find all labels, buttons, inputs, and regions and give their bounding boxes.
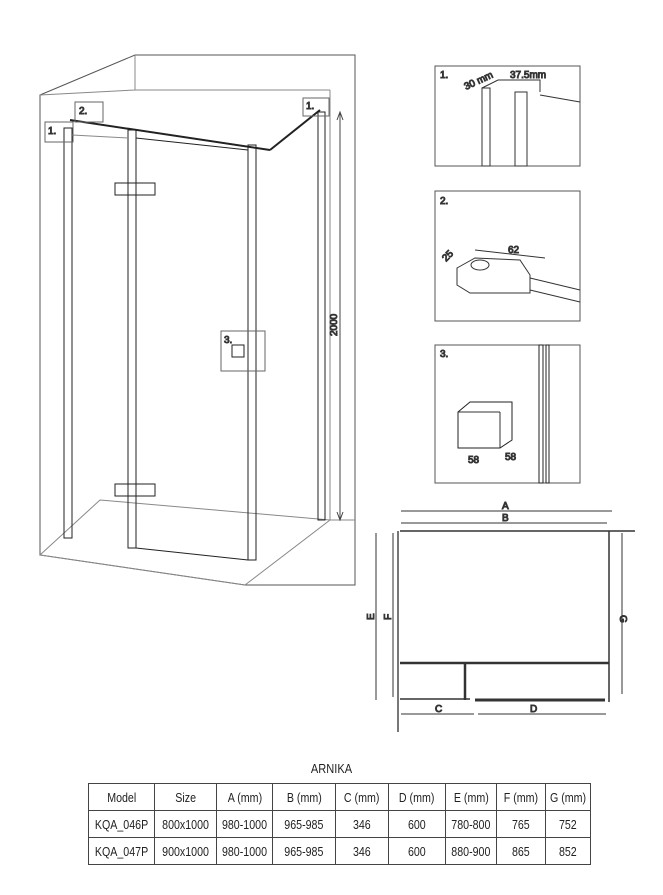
technical-drawing: 1. 2. 1. 3. 2000 1. 30 mm 37.5mm 2. 25 6… [38,54,635,732]
cell: KQA_047P [94,843,149,859]
detail-dimension: 58 [505,452,517,463]
callout-box-1-right [302,97,330,117]
cell: 780-800 [451,816,491,832]
column-header: Size [175,789,196,805]
detail-dimension: 58 [468,455,480,466]
plan-label-b: B [502,513,509,524]
cell: 765 [512,816,530,832]
cell: 965-985 [284,843,324,859]
detail-number: 2. [440,196,448,207]
column-header: F (mm) [503,789,539,805]
cell: 852 [559,843,577,859]
height-dimension: 2000 [329,313,340,336]
plan-label-f: F [383,614,394,620]
plan-label-a: A [502,501,509,512]
table-row: KQA_047P 900x1000 980-1000 965-985 346 6… [87,837,592,865]
column-header: Model [107,789,137,805]
column-header: C (mm) [344,789,380,805]
callout-label: 3. [224,335,232,346]
detail-dimension: 62 [508,245,520,256]
plan-label-e: E [366,613,377,620]
plan-label-d: D [530,704,537,715]
cell: 900x1000 [162,843,209,859]
plan-view [375,510,635,732]
callout-label: 1. [306,101,314,112]
detail-1 [434,65,581,167]
table-header-row: Model Size A (mm) B (mm) C (mm) D (mm) E… [87,783,592,811]
column-header: D (mm) [399,789,435,805]
cell: 600 [408,843,426,859]
detail-dimension: 37.5mm [510,70,546,81]
cell: KQA_046P [94,816,149,832]
plan-label-g: G [617,615,628,623]
detail-2 [434,190,581,322]
shower-3d-view [38,54,356,586]
plan-label-c: C [435,704,442,715]
cell: 346 [353,816,371,832]
table-row: KQA_046P 800x1000 980-1000 965-985 346 6… [87,810,592,838]
callout-box-1-left [44,121,74,143]
cell: 980-1000 [221,816,268,832]
cell: 752 [559,816,577,832]
detail-dimension: 25 [440,248,456,264]
detail-3 [434,344,581,484]
dimensions-table: Model Size A (mm) B (mm) C (mm) D (mm) E… [87,783,592,865]
cell: 346 [353,843,371,859]
detail-number: 1. [440,70,448,81]
cell: 865 [512,843,530,859]
column-header: B (mm) [286,789,322,805]
callout-label: 2. [79,106,87,117]
column-header: E (mm) [453,789,489,805]
cell: 880-900 [451,843,491,859]
cell: 980-1000 [221,843,268,859]
column-header: G (mm) [549,789,587,805]
cell: 965-985 [284,816,324,832]
cell: 800x1000 [162,816,209,832]
callout-label: 1. [48,126,56,137]
column-header: A (mm) [227,789,262,805]
callout-box-3 [220,330,266,372]
detail-number: 3. [440,349,448,360]
callout-box-2 [74,101,104,123]
cell: 600 [408,816,426,832]
table-title: ARNIKA [310,761,353,776]
